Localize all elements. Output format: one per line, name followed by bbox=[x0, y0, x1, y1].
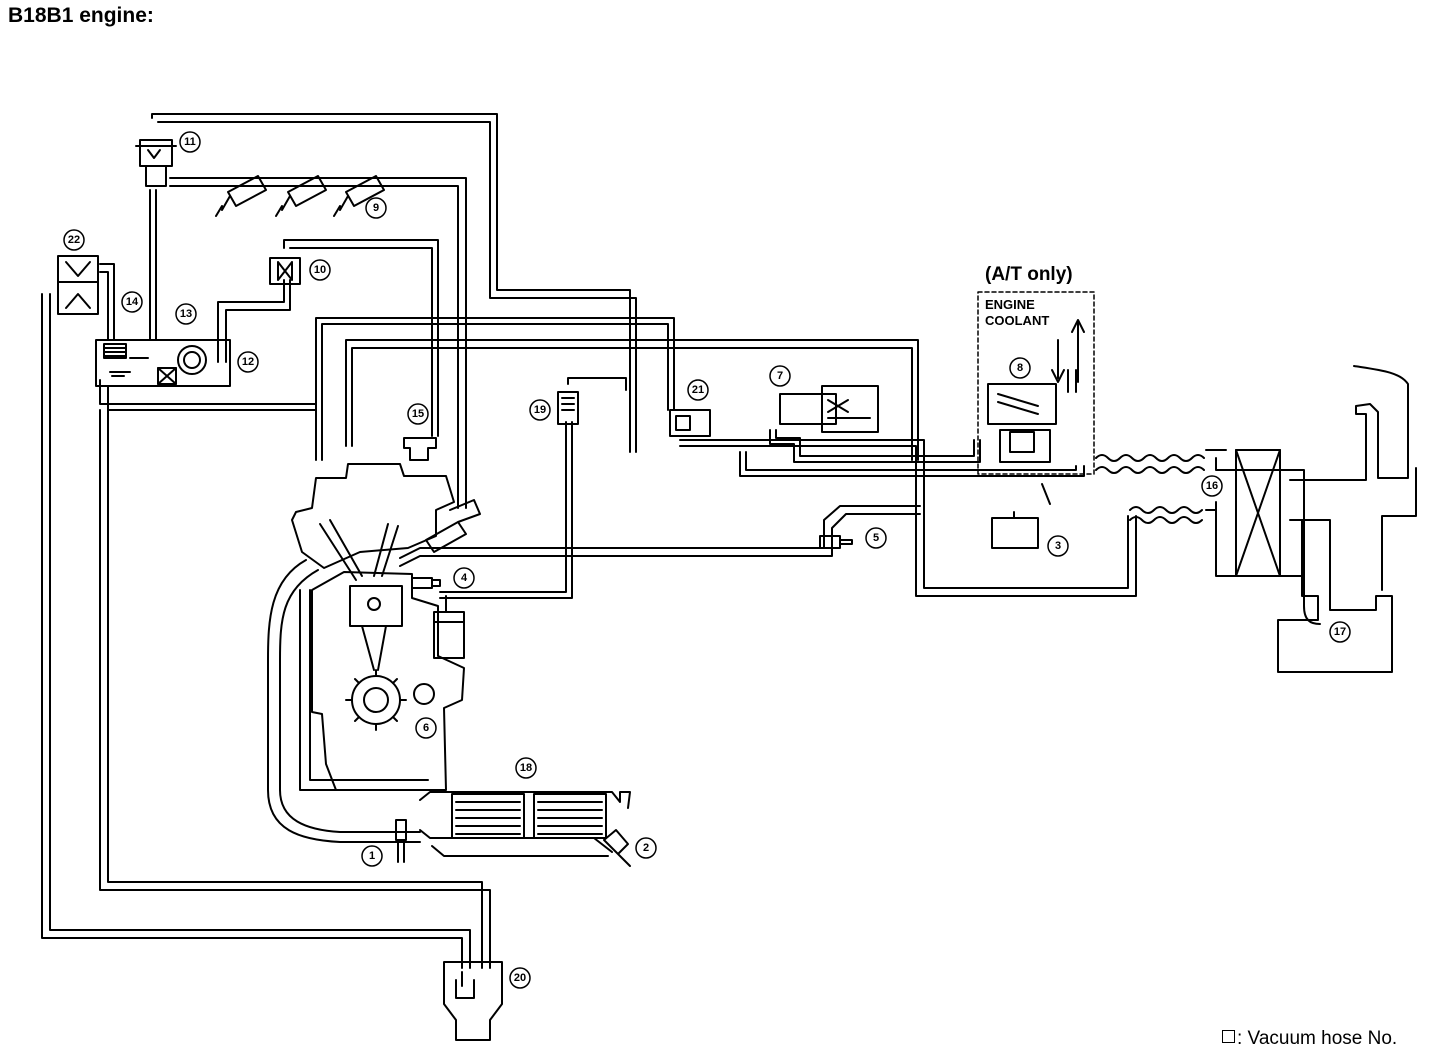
callout-8-label: 8 bbox=[1017, 362, 1023, 374]
vacuum-hose-note: : Vacuum hose No. bbox=[1222, 1028, 1397, 1050]
callout-7-label: 7 bbox=[777, 370, 783, 382]
callout-16-label: 16 bbox=[1206, 480, 1218, 492]
callout-22-label: 22 bbox=[68, 234, 80, 246]
callout-15-label: 15 bbox=[412, 408, 424, 420]
callout-13-label: 13 bbox=[180, 308, 192, 320]
callout-3: 3 bbox=[1047, 535, 1069, 557]
callout-4: 4 bbox=[453, 567, 475, 589]
callout-19-label: 19 bbox=[534, 404, 546, 416]
callout-6-label: 6 bbox=[423, 722, 429, 734]
callout-10-label: 10 bbox=[314, 264, 326, 276]
callout-11-label: 11 bbox=[184, 136, 196, 148]
callout-12: 12 bbox=[237, 351, 259, 373]
callout-14-label: 14 bbox=[126, 296, 139, 308]
callout-9: 9 bbox=[365, 197, 387, 219]
callout-1: 1 bbox=[361, 845, 383, 867]
callout-17-label: 17 bbox=[1334, 626, 1346, 638]
diagram-title: B18B1 engine: bbox=[8, 4, 154, 27]
callout-17: 17 bbox=[1329, 621, 1351, 643]
callout-2-label: 2 bbox=[643, 842, 649, 854]
callout-6: 6 bbox=[415, 717, 437, 739]
at-only-label: (A/T only) bbox=[985, 264, 1073, 285]
vacuum-hose-box-icon bbox=[1222, 1030, 1235, 1043]
callout-18: 18 bbox=[515, 757, 537, 779]
callout-5: 5 bbox=[865, 527, 887, 549]
callout-13: 13 bbox=[175, 303, 197, 325]
callout-5-label: 5 bbox=[873, 532, 879, 544]
callout-18-label: 18 bbox=[520, 762, 532, 774]
callout-22: 22 bbox=[63, 229, 85, 251]
callout-19: 19 bbox=[529, 399, 551, 421]
callout-1-label: 1 bbox=[369, 850, 375, 862]
vacuum-hose-note-text: : Vacuum hose No. bbox=[1237, 1028, 1398, 1049]
callout-10: 10 bbox=[309, 259, 331, 281]
callout-14: 14 bbox=[121, 291, 143, 313]
callout-3-label: 3 bbox=[1055, 540, 1061, 552]
callout-7: 7 bbox=[769, 365, 791, 387]
callout-2: 2 bbox=[635, 837, 657, 859]
engine-coolant-label: ENGINE COOLANT bbox=[985, 297, 1050, 328]
callout-12-label: 12 bbox=[242, 356, 254, 368]
callout-15: 15 bbox=[407, 403, 429, 425]
components bbox=[57, 139, 1417, 1041]
fuel-injectors bbox=[215, 175, 385, 217]
callout-21: 21 bbox=[687, 379, 709, 401]
callout-4-label: 4 bbox=[461, 572, 468, 584]
callout-11: 11 bbox=[179, 131, 201, 153]
callout-9-label: 9 bbox=[373, 202, 379, 214]
callout-21-label: 21 bbox=[692, 384, 704, 396]
callout-16: 16 bbox=[1201, 475, 1223, 497]
callout-8: 8 bbox=[1009, 357, 1031, 379]
callout-20: 20 bbox=[509, 967, 531, 989]
hoses bbox=[41, 113, 1137, 969]
callouts: 1 2 3 4 5 6 7 8 9 10 11 12 13 14 15 16 1… bbox=[63, 131, 1351, 989]
callout-20-label: 20 bbox=[514, 972, 526, 984]
